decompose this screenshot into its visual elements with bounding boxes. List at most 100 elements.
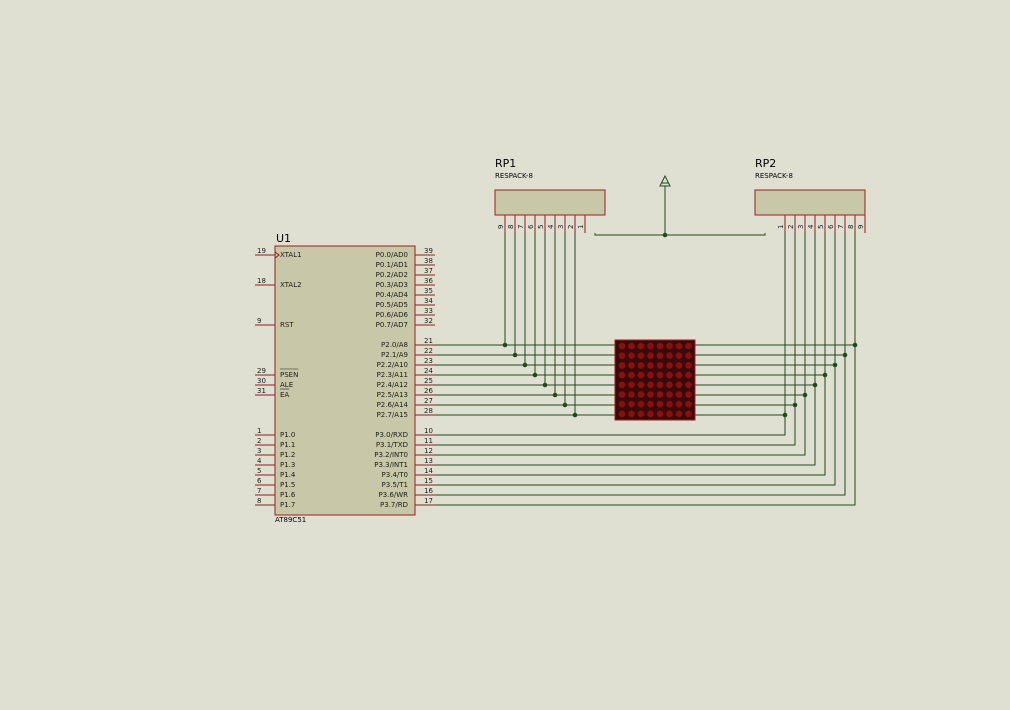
wire [594, 233, 766, 236]
junction-dot [662, 232, 668, 238]
junction-dot [822, 372, 828, 378]
led-dot [647, 410, 654, 418]
u1-pin-name: P2.3/A11 [377, 371, 408, 379]
u1-pin-name: P1.3 [280, 461, 295, 469]
rp1-ref: RP1 [495, 157, 516, 170]
power-terminal[interactable] [659, 174, 671, 235]
led-dot [637, 381, 645, 389]
rp1-pin-number: 1 [577, 225, 585, 229]
rp1-pin-number: 4 [547, 224, 555, 229]
u1-pin-number: 2 [257, 437, 261, 445]
u1-pin-number: 11 [424, 437, 433, 445]
u1-pin-number: 25 [424, 377, 433, 385]
u1-pin-name: P3.7/RD [380, 501, 408, 509]
u1-pin-name: P2.6/A14 [377, 401, 409, 409]
rp2-body[interactable] [754, 189, 866, 216]
junctions [502, 232, 858, 418]
rp1-body[interactable] [494, 189, 606, 216]
u1-pin-name: P3.3/INT1 [374, 461, 408, 469]
led-dot [675, 342, 683, 350]
led-dot [647, 342, 654, 350]
wire [435, 233, 796, 446]
u1-pin-number: 18 [257, 277, 266, 285]
u1-pin-number: 22 [424, 347, 433, 355]
led-matrix-body[interactable] [614, 339, 696, 421]
u1-pin-name: P1.1 [280, 441, 295, 449]
u1-part: AT89C51 [275, 516, 306, 524]
u1-right-pins: 39P0.0/AD038P0.1/AD137P0.2/AD236P0.3/AD3… [374, 247, 435, 509]
led-dot [675, 352, 683, 360]
led-dot [656, 371, 664, 379]
rp1-pin-number: 7 [517, 225, 525, 229]
u1-pin-name: P0.7/AD7 [376, 321, 408, 329]
led-dot [685, 352, 692, 360]
u1-pin-name: XTAL2 [280, 281, 302, 289]
junction-dot [532, 372, 538, 378]
led-dot [637, 352, 645, 360]
rp2-pin-number: 8 [847, 225, 855, 229]
led-grid [618, 342, 692, 418]
led-matrix[interactable] [614, 339, 696, 421]
u1-pin-name: P0.3/AD3 [376, 281, 408, 289]
rp2-pin-number: 3 [797, 225, 805, 229]
junction-dot [512, 352, 518, 358]
led-dot [618, 400, 626, 408]
power-arrow-icon [659, 174, 671, 187]
led-dot [685, 400, 692, 408]
led-dot [637, 410, 645, 418]
led-dot [675, 391, 683, 398]
junction-dot [552, 392, 558, 398]
led-dot [618, 352, 626, 360]
u1-pin-number: 13 [424, 457, 433, 465]
u1-pin-number: 28 [424, 407, 433, 415]
u1-pin-name: P0.0/AD0 [376, 251, 408, 259]
rp2-pin-number: 1 [777, 225, 785, 229]
led-dot [675, 371, 683, 379]
u1-pin-number: 30 [257, 377, 266, 385]
led-dot [628, 371, 635, 379]
u1-body[interactable] [274, 245, 416, 516]
led-dot [628, 342, 635, 350]
u1-pin-number: 21 [424, 337, 433, 345]
u1-pin-name: P0.4/AD4 [376, 291, 409, 299]
led-dot [666, 352, 673, 360]
u1-pin-name: P0.5/AD5 [376, 301, 408, 309]
led-dot [685, 362, 692, 369]
u1-pin-name: P1.4 [280, 471, 296, 479]
rp1-pin-number: 6 [527, 224, 535, 229]
led-dot [637, 371, 645, 379]
u1-pin-name: P0.1/AD1 [376, 261, 408, 269]
led-dot [647, 400, 654, 408]
rp2-pin-number: 9 [857, 225, 865, 229]
rp1-pin-number: 2 [567, 225, 575, 229]
u1-pin-number: 19 [257, 247, 266, 255]
u1-pin-name: P2.2/A10 [377, 361, 408, 369]
u1-pin-number: 12 [424, 447, 433, 455]
wire [435, 233, 806, 456]
led-dot [628, 391, 635, 398]
u1-pin-number: 8 [257, 497, 261, 505]
led-dot [628, 381, 635, 389]
u1-pin-number: 26 [424, 387, 433, 395]
led-dot [618, 410, 626, 418]
led-dot [618, 371, 626, 379]
led-dot [647, 381, 654, 389]
led-dot [666, 362, 673, 369]
u1-pin-number: 37 [424, 267, 433, 275]
u1-pin-name: P1.2 [280, 451, 295, 459]
led-dot [618, 342, 626, 350]
u1-pin-number: 4 [257, 457, 262, 465]
rp1-pin-number: 9 [497, 225, 505, 229]
rp1-pin-number: 3 [557, 225, 565, 229]
u1-pin-name: P3.5/T1 [382, 481, 408, 489]
led-dot [647, 371, 654, 379]
u1-pin-name: P1.6 [280, 491, 296, 499]
led-dot [685, 391, 692, 398]
u1-pin-name: PSEN [280, 371, 298, 379]
led-dot [656, 342, 664, 350]
